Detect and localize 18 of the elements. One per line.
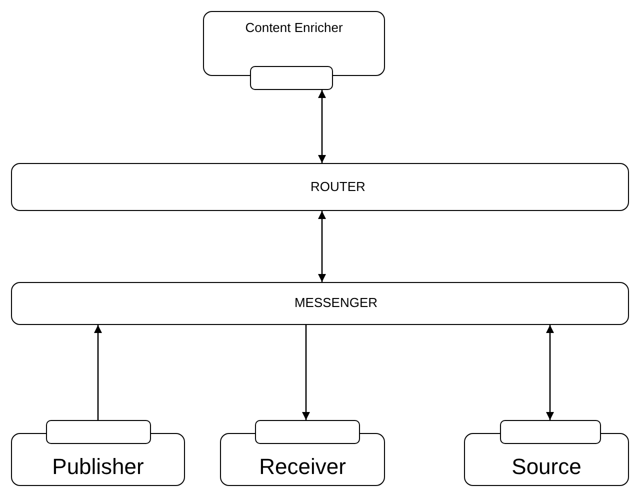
port-tab	[500, 420, 601, 444]
port-tab	[46, 420, 151, 444]
node-label: Receiver	[259, 454, 346, 481]
node-label: Content Enricher	[245, 19, 343, 36]
node-label: Publisher	[52, 454, 144, 481]
messenger-bar	[11, 282, 629, 325]
node-label: MESSENGER	[293, 296, 378, 311]
port-tab	[255, 420, 360, 444]
node-label: ROUTER	[310, 180, 366, 194]
arrow	[546, 325, 554, 420]
arrow	[318, 90, 326, 163]
router-bar	[11, 163, 629, 211]
arrow	[318, 211, 326, 282]
node-label: Source	[512, 454, 582, 481]
arrow	[94, 325, 102, 420]
arrow	[302, 325, 310, 420]
component-box	[203, 11, 385, 76]
port-tab	[250, 66, 333, 90]
